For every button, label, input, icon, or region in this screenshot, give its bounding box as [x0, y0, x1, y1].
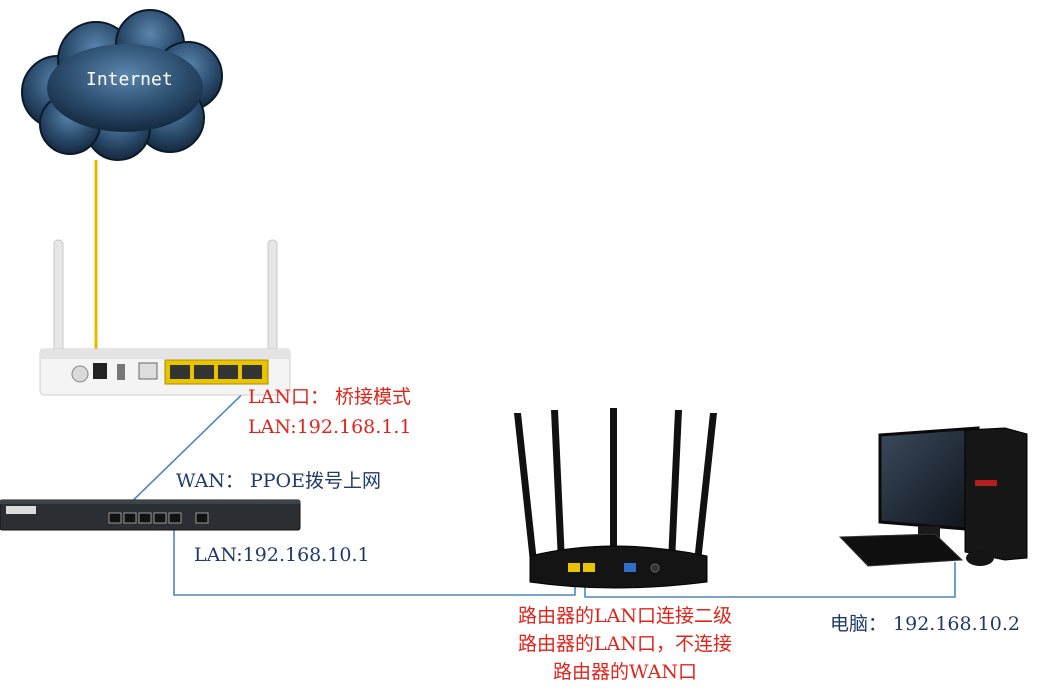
wifi-router-note-line-3: 路由器的WAN口	[553, 661, 697, 683]
modem-lan-ip-label: LAN:192.168.1.1	[248, 416, 412, 438]
wifi-router-note-line-1: 路由器的LAN口连接二级	[518, 605, 732, 627]
wifi-router-note-line-2: 路由器的LAN口，不连接	[518, 633, 732, 655]
internet-cloud-icon	[21, 9, 223, 161]
optical-modem-icon	[39, 239, 291, 396]
modem-lan-mode-label: LAN口： 桥接模式	[248, 386, 412, 408]
enterprise-router-icon	[0, 499, 301, 531]
ethernet-cable-modem-to-router	[117, 374, 263, 516]
internet-label: Internet	[86, 69, 173, 90]
desktop-pc-icon	[838, 426, 1028, 567]
pc-ip-label: 电脑： 192.168.10.2	[830, 613, 1020, 635]
wifi-router-icon	[514, 408, 717, 589]
router-lan-ip-label: LAN:192.168.10.1	[194, 544, 370, 566]
router-wan-label: WAN： PPOE拨号上网	[176, 470, 381, 492]
